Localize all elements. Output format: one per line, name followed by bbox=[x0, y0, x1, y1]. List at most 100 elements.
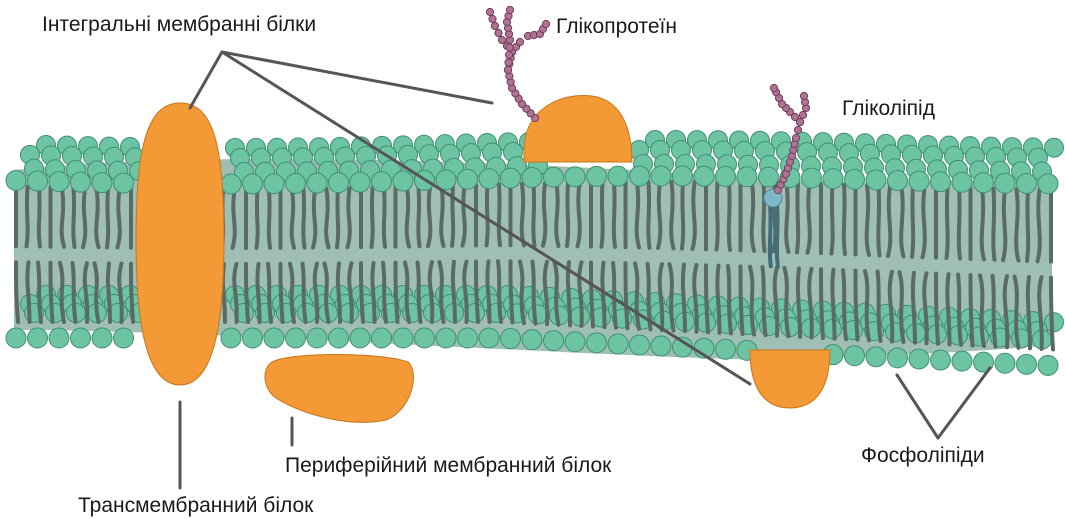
lipid-tail bbox=[73, 188, 74, 247]
phospholipid-head bbox=[307, 173, 327, 193]
sugar-bead bbox=[516, 38, 523, 45]
lipid-tail bbox=[671, 182, 673, 248]
lipid-tail bbox=[959, 188, 960, 258]
phospholipid-head bbox=[1038, 174, 1058, 194]
lipid-tail bbox=[511, 261, 513, 322]
lipid-tail bbox=[971, 275, 973, 346]
lipid-tail bbox=[602, 182, 603, 246]
lipid-tail bbox=[51, 263, 53, 322]
lipid-tail bbox=[487, 261, 489, 322]
lipid-tail bbox=[980, 275, 984, 346]
lipid-tail bbox=[338, 263, 340, 322]
lipid-tail bbox=[878, 271, 881, 340]
sugar-bead bbox=[486, 8, 493, 15]
phospholipid-head bbox=[329, 173, 349, 193]
lipid-tail bbox=[843, 270, 846, 339]
lipid-tail bbox=[281, 264, 283, 322]
lipid-tail bbox=[452, 186, 453, 246]
lipid-tail bbox=[303, 189, 304, 247]
phospholipid-head bbox=[350, 328, 370, 348]
lipid-tail bbox=[27, 187, 28, 247]
lipid-tail bbox=[372, 188, 373, 247]
lipid-tail bbox=[923, 187, 925, 257]
lipid-tail bbox=[60, 263, 64, 322]
lipid-tail bbox=[567, 183, 568, 246]
phospholipid-head bbox=[823, 320, 842, 339]
lipid-tail bbox=[602, 263, 604, 327]
phospholipid-head bbox=[1017, 354, 1037, 374]
phospholipid-head bbox=[522, 168, 542, 188]
phospholipid-head bbox=[71, 328, 91, 348]
phospholipid-head bbox=[802, 168, 822, 188]
phospholipid-head bbox=[372, 328, 392, 348]
lipid-tail bbox=[440, 262, 444, 322]
lipid-tail bbox=[785, 268, 789, 336]
sugar-bead bbox=[800, 92, 807, 99]
phospholipid-head bbox=[501, 168, 521, 188]
glycoprotein-body bbox=[524, 95, 632, 162]
lipid-tail bbox=[533, 184, 534, 246]
lipid-tail bbox=[118, 189, 120, 247]
lipid-tail bbox=[728, 266, 731, 333]
lipid-tail bbox=[844, 185, 845, 254]
label-peripheral-membrane-protein: Периферійний мембранний білок bbox=[285, 454, 612, 477]
phospholipid-head bbox=[1017, 173, 1037, 193]
phospholipid-head bbox=[888, 171, 908, 191]
lipid-tail bbox=[670, 264, 674, 330]
lipid-tail bbox=[682, 182, 683, 249]
phospholipid-head bbox=[630, 335, 650, 355]
lipid-tail bbox=[96, 189, 98, 248]
phospholipid-head bbox=[415, 328, 435, 348]
transmembrane-protein bbox=[136, 103, 224, 385]
lipid-tail bbox=[555, 262, 559, 325]
phospholipid-head bbox=[393, 328, 413, 348]
phospholipid-head bbox=[845, 169, 865, 189]
phospholipid-head bbox=[565, 332, 585, 352]
lipid-tail bbox=[614, 182, 615, 247]
sugar-bead bbox=[792, 134, 799, 141]
leader-integral-to-transmembrane bbox=[190, 52, 222, 108]
lipid-tail bbox=[786, 184, 788, 252]
lipid-tail bbox=[729, 182, 730, 249]
phospholipid-head bbox=[71, 172, 91, 192]
lipid-tail bbox=[1003, 189, 1005, 260]
phospholipid-head bbox=[952, 351, 972, 371]
phospholipid-head bbox=[952, 172, 972, 192]
lipid-tail bbox=[233, 190, 235, 248]
lipid-tail bbox=[958, 275, 961, 345]
phospholipid-head bbox=[92, 328, 112, 348]
phospholipid-head bbox=[458, 328, 478, 348]
phospholipid-head bbox=[286, 328, 306, 348]
lipid-tail bbox=[498, 261, 501, 322]
phospholipid-head bbox=[608, 166, 628, 186]
leader-phospholipids-right bbox=[938, 368, 990, 438]
phospholipid-head bbox=[759, 167, 779, 187]
phospholipid-head bbox=[286, 173, 306, 193]
sugar-bead bbox=[495, 29, 502, 36]
lipid-tail bbox=[626, 263, 628, 328]
lipid-tail bbox=[856, 271, 858, 340]
lipid-tail bbox=[832, 270, 834, 339]
phospholipid-head bbox=[479, 328, 499, 348]
phospholipid-head bbox=[694, 166, 714, 186]
lipid-tail bbox=[384, 188, 385, 247]
lipid-tail bbox=[635, 263, 639, 328]
lipid-tail bbox=[407, 187, 409, 247]
lipid-tail bbox=[372, 263, 374, 322]
lipid-tail bbox=[95, 263, 99, 322]
lipid-tail bbox=[441, 186, 443, 246]
lipid-tail bbox=[832, 185, 833, 254]
phospholipid-head bbox=[28, 328, 48, 348]
lipid-tail bbox=[936, 274, 938, 344]
lipid-tail bbox=[993, 276, 996, 347]
phospholipid-head bbox=[565, 167, 585, 187]
lipid-tail bbox=[717, 266, 719, 333]
phospholipid-head bbox=[92, 173, 112, 193]
lipid-tail bbox=[428, 186, 430, 246]
lipid-tail bbox=[405, 262, 409, 322]
phospholipid-head bbox=[221, 174, 241, 194]
phospholipid-head bbox=[529, 305, 548, 324]
phospholipid-head bbox=[995, 353, 1015, 373]
label-glycolipid: Гліколіпід bbox=[842, 97, 935, 120]
